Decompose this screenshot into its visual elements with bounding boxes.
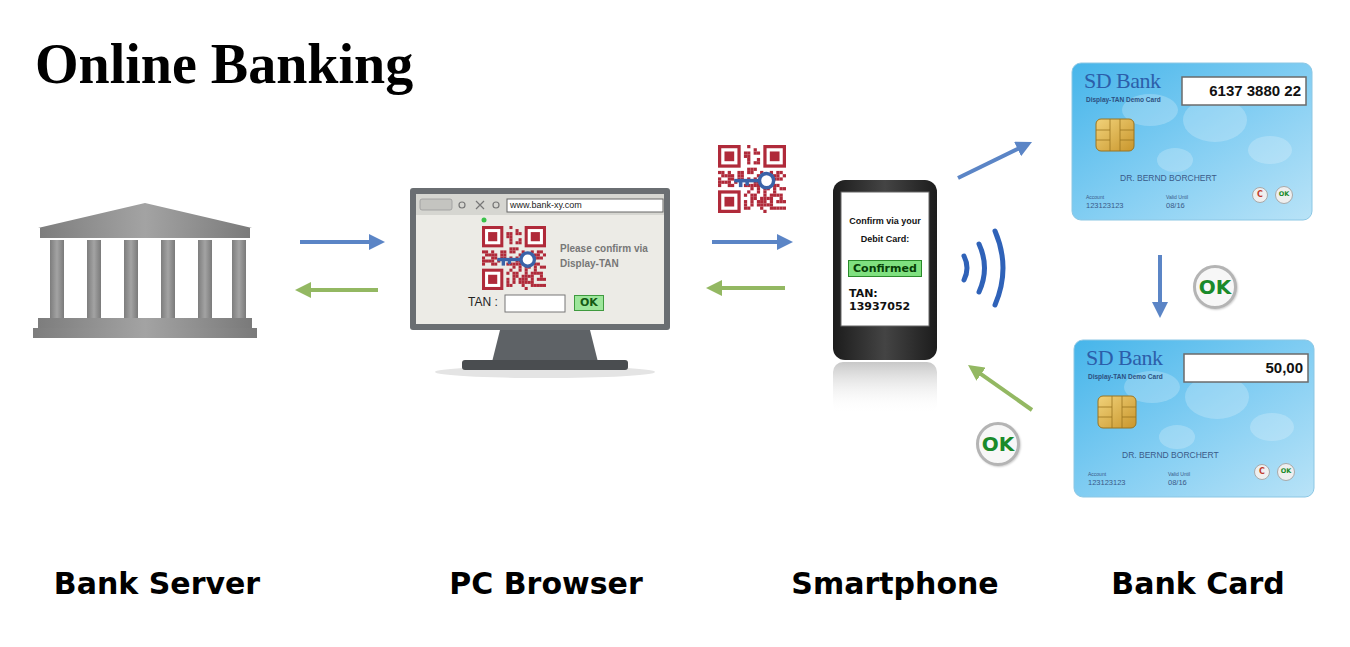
card-button: C <box>1254 464 1270 480</box>
column-heading: PC Browser <box>449 567 642 600</box>
bank-card <box>1072 63 1312 220</box>
cardholder-name: DR. BERND BORCHERT <box>1120 173 1217 183</box>
valid-date: 08/16 <box>1166 201 1185 210</box>
ok-badge: OK <box>976 422 1020 466</box>
ok-badge: OK <box>1193 265 1237 309</box>
account-number: 123123123 <box>1086 201 1124 210</box>
diagram-title: Online Banking <box>35 34 413 96</box>
flow-arrow <box>978 372 1032 410</box>
card-subtitle: Display-TAN Demo Card <box>1088 373 1163 380</box>
flow-arrow <box>1158 255 1162 306</box>
bank-name: SD Bank <box>1086 345 1163 371</box>
bank-building <box>33 203 257 338</box>
flow-arrow <box>300 240 373 244</box>
phone-prompt: Confirm via your Debit Card: <box>843 212 927 248</box>
tan-code: TAN: 13937052 <box>849 288 919 313</box>
display-value: 50,00 <box>1187 359 1303 376</box>
bank-card <box>1074 340 1314 497</box>
field-label: Valid Until <box>1166 194 1188 200</box>
pc-browser: PC Browserwww.bank-xy.comPlease confirm … <box>410 188 670 378</box>
prompt-text: Please confirm via Display-TAN <box>560 241 652 271</box>
input-label: TAN : <box>468 295 498 309</box>
account-number: 123123123 <box>1088 478 1126 487</box>
field-label: Account <box>1088 471 1106 477</box>
wireless-waves <box>964 231 1003 305</box>
status-badge: Confirmed <box>848 260 922 277</box>
column-heading: Smartphone <box>791 567 998 600</box>
cardholder-name: DR. BERND BORCHERT <box>1122 450 1219 460</box>
card-button: C <box>1252 187 1268 203</box>
valid-date: 08/16 <box>1168 478 1187 487</box>
card-button: OK <box>1275 186 1293 204</box>
column-heading: Bank Server <box>54 567 260 600</box>
card-button: OK <box>1277 463 1295 481</box>
flow-arrow <box>718 286 785 290</box>
bank-card: SD BankDisplay-TAN Demo Card 50,00DR. BER… <box>1074 340 1314 497</box>
display-value: 6137 3880 22 <box>1185 82 1301 99</box>
column-heading: Bank Card <box>1111 567 1284 600</box>
bank-name: SD Bank <box>1084 68 1161 94</box>
card-subtitle: Display-TAN Demo Card <box>1086 96 1161 103</box>
field-label: Valid Until <box>1168 471 1190 477</box>
pc-monitor <box>410 188 670 378</box>
flow-arrow <box>307 288 378 292</box>
ok-button: OK <box>574 295 604 311</box>
flow-arrow <box>958 147 1021 178</box>
qr-code <box>718 145 786 213</box>
bank-server: Bank Server <box>33 200 257 340</box>
field-label: Account <box>1086 194 1104 200</box>
bank-card: SD BankDisplay-TAN Demo Card 6137 3880 22… <box>1072 63 1312 220</box>
flow-arrow <box>712 240 781 244</box>
smartphone <box>833 180 937 414</box>
url-text: www.bank-xy.com <box>510 200 582 210</box>
smartphone: SmartphoneConfirm via your Debit Card:Co… <box>833 180 937 360</box>
